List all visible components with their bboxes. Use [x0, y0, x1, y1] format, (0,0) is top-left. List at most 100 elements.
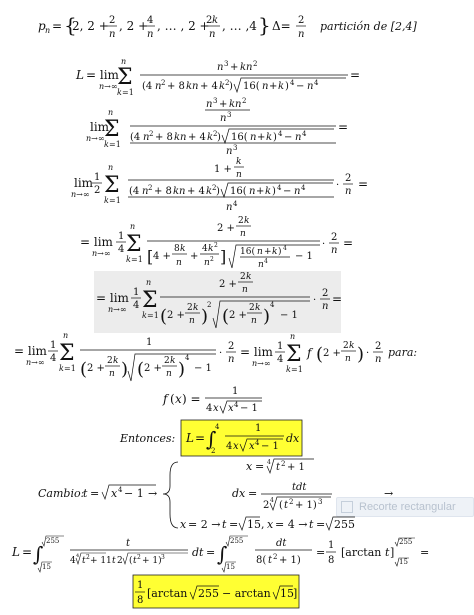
svg-text:n: n [236, 170, 242, 180]
svg-text:1: 1 [106, 556, 112, 566]
svg-text:→: → [148, 487, 157, 500]
svg-text:{: { [64, 13, 77, 37]
svg-text:k: k [180, 244, 185, 254]
result-highlight [132, 574, 300, 609]
svg-text:k: k [219, 81, 225, 92]
svg-text:Cambio:: Cambio: [38, 487, 84, 500]
svg-text:·: · [366, 348, 369, 359]
svg-text:k: k [265, 186, 271, 197]
svg-text:255: 255 [198, 587, 219, 600]
svg-text:=: = [229, 518, 238, 531]
svg-text:n: n [240, 229, 246, 239]
svg-text:=: = [358, 177, 368, 191]
svg-text:): ) [178, 359, 185, 380]
svg-text:): ) [229, 81, 233, 92]
svg-text:tdt: tdt [292, 482, 307, 493]
svg-text:3: 3 [224, 60, 228, 68]
svg-text:= 4 →: = 4 → [275, 518, 307, 531]
svg-text:− 1: − 1 [124, 487, 144, 500]
svg-text:n: n [108, 108, 113, 117]
svg-text:2: 2 [238, 216, 244, 226]
svg-text:n: n [345, 354, 351, 364]
svg-text:8(: 8( [256, 555, 266, 566]
svg-text:n: n [217, 62, 223, 73]
svg-text:t: t [284, 500, 289, 511]
svg-text:4: 4 [314, 79, 319, 87]
arrow-text: → [384, 487, 393, 500]
svg-text:(4: (4 [129, 186, 139, 197]
svg-text:kn: kn [174, 132, 187, 143]
svg-text:]: ] [390, 546, 394, 559]
svg-text:n: n [322, 301, 328, 312]
svg-text:4: 4 [302, 130, 307, 138]
svg-text:x: x [180, 518, 187, 531]
svg-text:15: 15 [280, 587, 294, 600]
svg-text:−: − [283, 186, 291, 197]
svg-text:4: 4 [270, 497, 274, 504]
svg-text:−: − [284, 132, 292, 143]
svg-text:1: 1 [255, 423, 261, 434]
svg-text:n: n [226, 202, 232, 213]
svg-text:4: 4 [215, 423, 220, 431]
svg-text:(4: (4 [142, 81, 152, 92]
svg-text:− arctan: − arctan [222, 587, 271, 600]
svg-text:·: · [313, 295, 316, 306]
svg-text:4 +: 4 + [153, 251, 171, 262]
svg-text:4: 4 [206, 403, 212, 414]
svg-text:n: n [130, 222, 135, 231]
svg-text:+ 1: + 1 [90, 556, 106, 566]
svg-text:2: 2 [164, 356, 170, 366]
svg-text:n: n [147, 29, 153, 40]
svg-text:x: x [233, 441, 239, 452]
svg-text:2: 2 [240, 272, 246, 282]
svg-text:4: 4 [277, 354, 283, 365]
svg-text:= lim: = lim [14, 344, 48, 358]
svg-text:x: x [267, 518, 274, 531]
svg-text:4: 4 [264, 258, 268, 265]
svg-text:3: 3 [318, 498, 322, 506]
svg-text:1: 1 [146, 337, 152, 348]
svg-text:): ) [217, 132, 221, 143]
svg-text:n: n [262, 81, 268, 92]
svg-text:k: k [207, 132, 213, 143]
svg-text:n: n [228, 354, 234, 365]
svg-text:2: 2 [137, 554, 141, 561]
svg-text:2, 2 +: 2, 2 + [72, 19, 109, 33]
svg-text:n: n [250, 132, 256, 143]
svg-text:n: n [209, 29, 215, 40]
svg-text:k: k [349, 341, 354, 351]
svg-text:+ 1): + 1) [142, 555, 162, 566]
svg-text:2: 2 [109, 15, 115, 26]
svg-text:4: 4 [202, 244, 208, 254]
svg-text:=1: =1 [109, 140, 121, 149]
svg-text:t: t [83, 487, 88, 500]
recorte-rectangular-button[interactable]: Recorte rectangular [336, 497, 474, 517]
svg-text:n: n [155, 81, 161, 92]
svg-text:15: 15 [399, 558, 408, 566]
svg-text:n: n [220, 113, 226, 124]
svg-text:n: n [251, 316, 257, 326]
svg-text:+: + [257, 132, 265, 143]
svg-text:]: ] [293, 587, 297, 600]
svg-text:n: n [242, 285, 248, 295]
svg-text:n: n [109, 29, 115, 40]
svg-text:3: 3 [227, 111, 231, 119]
svg-text:k: k [193, 303, 198, 313]
svg-text:4: 4 [270, 301, 275, 309]
svg-text:(: ( [160, 306, 167, 327]
svg-text:2: 2 [298, 15, 304, 26]
svg-text:2 +: 2 + [323, 348, 341, 359]
svg-text:2: 2 [187, 303, 193, 313]
svg-text:4: 4 [233, 200, 238, 208]
svg-text:): ) [272, 186, 276, 197]
svg-text:4: 4 [185, 354, 190, 362]
svg-text:t: t [133, 556, 137, 566]
svg-text:Σ: Σ [59, 341, 75, 366]
svg-text:+: + [230, 62, 238, 73]
svg-text:+: + [190, 251, 198, 262]
svg-text:n: n [45, 26, 50, 35]
svg-text:= 2 →: = 2 → [188, 518, 220, 531]
svg-text:1: 1 [133, 287, 139, 298]
